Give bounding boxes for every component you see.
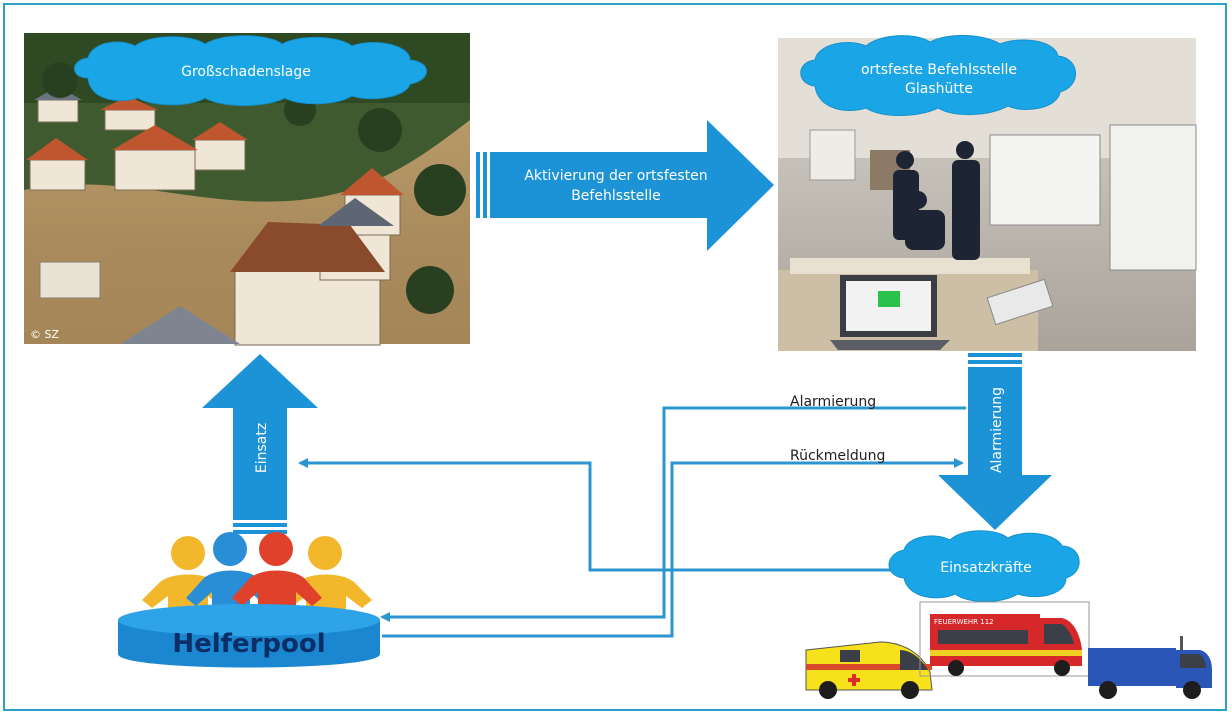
- flow-lines: [298, 406, 966, 638]
- feedback-flow-line: [382, 458, 964, 638]
- deployment-label: Einsatz: [254, 423, 270, 473]
- frame-border: [3, 3, 1227, 711]
- alarm-vertical-label: Alarmierung: [989, 387, 1005, 473]
- cloud-command-line1: ortsfeste Befehlsstelle: [861, 62, 1017, 78]
- cloud-disaster-label: Großschadenslage: [181, 64, 311, 80]
- cloud-command: ortsfeste Befehlsstelle Glashütte: [800, 34, 1076, 116]
- fire-truck-icon: FEUERWEHR 112: [919, 601, 1090, 677]
- feedback-flow-label: Rückmeldung: [790, 448, 885, 464]
- photo-credit: © SZ: [30, 328, 59, 341]
- alarm-flow-line: [380, 406, 966, 622]
- fire-truck-text: FEUERWEHR 112: [934, 618, 994, 626]
- cloud-forces-label: Einsatzkräfte: [940, 560, 1032, 576]
- helper-people-icon: [142, 532, 372, 626]
- forces-to-deployment-line: [298, 458, 900, 572]
- cloud-forces: Einsatzkräfte: [888, 530, 1080, 602]
- activation-label-line2: Befehlsstelle: [571, 188, 661, 204]
- activation-label-line1: Aktivierung der ortsfesten: [524, 168, 707, 184]
- alarm-flow-label: Alarmierung: [790, 394, 876, 410]
- helper-pool: Helferpool: [118, 532, 380, 668]
- thw-truck-icon: [1088, 636, 1212, 699]
- ambulance-icon: [805, 641, 933, 699]
- cloud-command-line2: Glashütte: [905, 81, 973, 97]
- helper-pool-label: Helferpool: [172, 629, 325, 659]
- deployment-up-arrow: Einsatz: [202, 354, 318, 534]
- cloud-disaster: Großschadenslage: [74, 35, 427, 106]
- activation-arrow: Aktivierung der ortsfesten Befehlsstelle: [476, 120, 774, 251]
- alarm-down-arrow: Alarmierung: [938, 353, 1052, 530]
